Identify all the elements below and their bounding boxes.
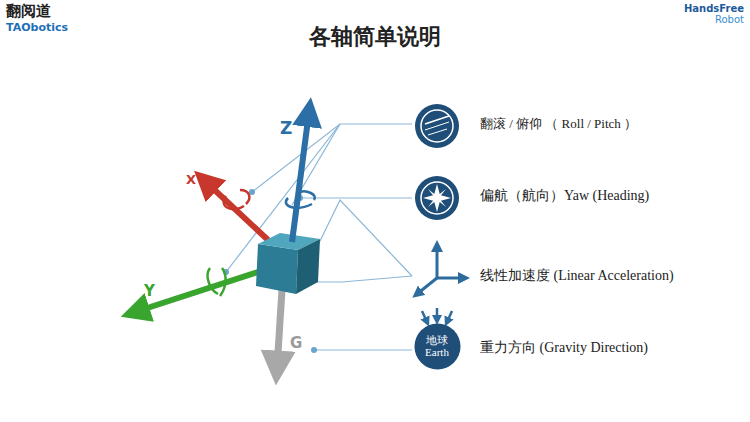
- yaw-compass-icon: [415, 176, 459, 220]
- roll-pitch-icon: [415, 104, 459, 148]
- axis-label: Z: [280, 118, 292, 138]
- axis-label: Y: [144, 282, 155, 300]
- leader-lines: [226, 124, 412, 350]
- x-axis: [205, 181, 268, 240]
- page-title: 各轴简单说明: [0, 22, 750, 52]
- roll-rotation: [224, 190, 250, 209]
- earth-label: 地球 Earth: [419, 334, 455, 358]
- brand-name: HandsFree: [684, 3, 744, 15]
- description-label: 偏航（航向）Yaw (Heading): [480, 188, 649, 205]
- axis-label: X: [186, 172, 196, 188]
- brand-name: Robot: [715, 14, 744, 26]
- logo-chinese: 翻阅道: [6, 2, 51, 20]
- linear-acceleration-icon: [417, 246, 464, 294]
- axis-label: G: [290, 334, 302, 352]
- earth-circle: 地球 Earth: [414, 323, 461, 370]
- pitch-rotation: [208, 268, 226, 296]
- description-label: 重力方向 (Gravity Direction): [480, 340, 648, 357]
- gravity-axis: [277, 290, 282, 368]
- imu-cube: [256, 233, 320, 294]
- gravity-arrows: [422, 308, 452, 322]
- logo-brand: TAObotics: [6, 21, 68, 34]
- z-axis: [292, 112, 309, 242]
- description-label: 线性加速度 (Linear Acceleration): [480, 268, 674, 285]
- yaw-rotation: [286, 191, 315, 207]
- description-label: 翻滚 / 俯仰 （ Roll / Pitch ）: [480, 116, 637, 132]
- y-axis: [135, 272, 258, 312]
